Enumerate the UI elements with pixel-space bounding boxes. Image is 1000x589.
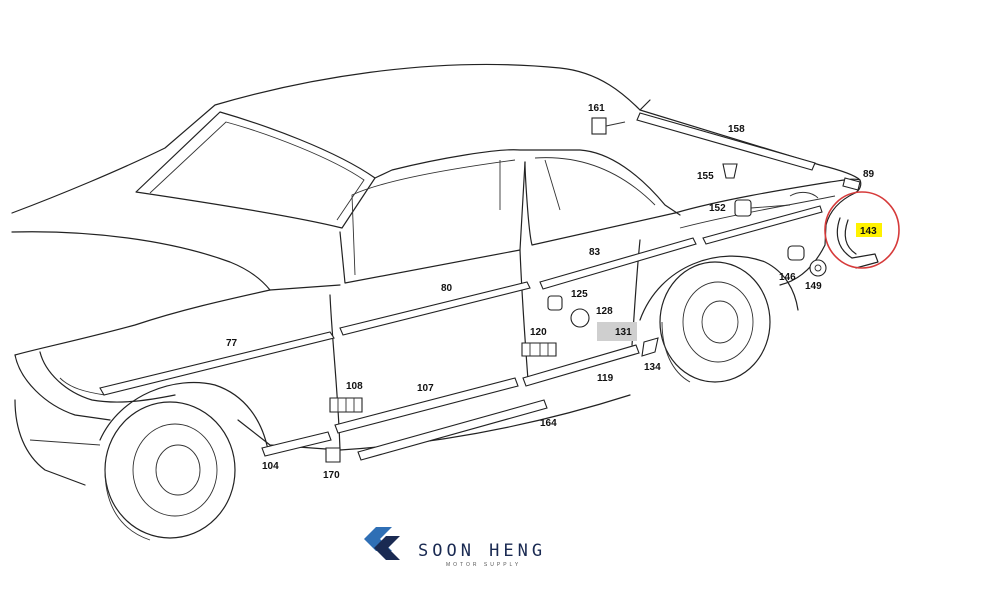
label-120: 120 — [530, 327, 547, 338]
part-155-shape — [722, 163, 738, 179]
part-119-shape — [522, 344, 640, 387]
car-body — [11, 63, 862, 541]
part-134-shape — [641, 337, 659, 357]
part-149-shape — [809, 259, 827, 277]
front-wheel — [99, 381, 269, 541]
label-164: 164 — [540, 418, 557, 429]
part-131-box — [597, 322, 637, 341]
brand-name: SOON HENG — [418, 541, 546, 561]
label-143: 143 — [860, 226, 877, 237]
part-152-shape — [734, 191, 819, 217]
label-128: 128 — [596, 306, 613, 317]
highlight-circle — [824, 191, 900, 269]
soon-heng-logo-icon — [364, 527, 400, 560]
label-107: 107 — [417, 383, 434, 394]
part-161-shape — [591, 117, 626, 135]
roof-line — [11, 63, 861, 214]
label-161: 161 — [588, 103, 605, 114]
rear-wheel — [639, 255, 799, 383]
label-152: 152 — [709, 203, 726, 214]
part-143-shape — [836, 217, 879, 269]
label-131: 131 — [615, 327, 632, 338]
part-104-shape — [261, 431, 332, 457]
part-164-shape — [357, 399, 548, 461]
part-158-shape — [636, 112, 816, 171]
label-155: 155 — [697, 171, 714, 182]
label-149: 149 — [805, 281, 822, 292]
parts — [99, 112, 879, 463]
part-80-shape — [339, 281, 531, 336]
label-146: 146 — [779, 272, 796, 283]
label-80: 80 — [441, 283, 453, 294]
label-77: 77 — [226, 338, 238, 349]
part-89-shape — [842, 177, 861, 191]
part-83-shape — [539, 237, 697, 290]
label-134: 134 — [644, 362, 661, 373]
label-158: 158 — [728, 124, 745, 135]
part-107-shape — [334, 377, 519, 434]
label-125: 125 — [571, 289, 588, 300]
brand-subtitle: MOTOR SUPPLY — [446, 562, 521, 568]
windshield — [135, 111, 376, 229]
part-108-shape — [329, 397, 363, 413]
label-83: 83 — [589, 247, 601, 258]
label-170: 170 — [323, 470, 340, 481]
label-108: 108 — [346, 381, 363, 392]
part-120-shape — [521, 342, 557, 357]
part-146-shape — [787, 245, 805, 261]
part-125-shape — [547, 295, 563, 311]
label-104: 104 — [262, 461, 279, 472]
label-89: 89 — [863, 169, 875, 180]
brand-logo: SOON HENG MOTOR SUPPLY — [364, 527, 546, 568]
label-119: 119 — [597, 373, 614, 384]
part-77-shape — [99, 331, 335, 396]
part-128-shape — [570, 308, 590, 328]
part-labels: 161 158 155 89 152 143 83 125 146 149 12… — [226, 103, 877, 481]
highlight-label-box — [856, 223, 882, 237]
part-170-shape — [325, 447, 341, 463]
